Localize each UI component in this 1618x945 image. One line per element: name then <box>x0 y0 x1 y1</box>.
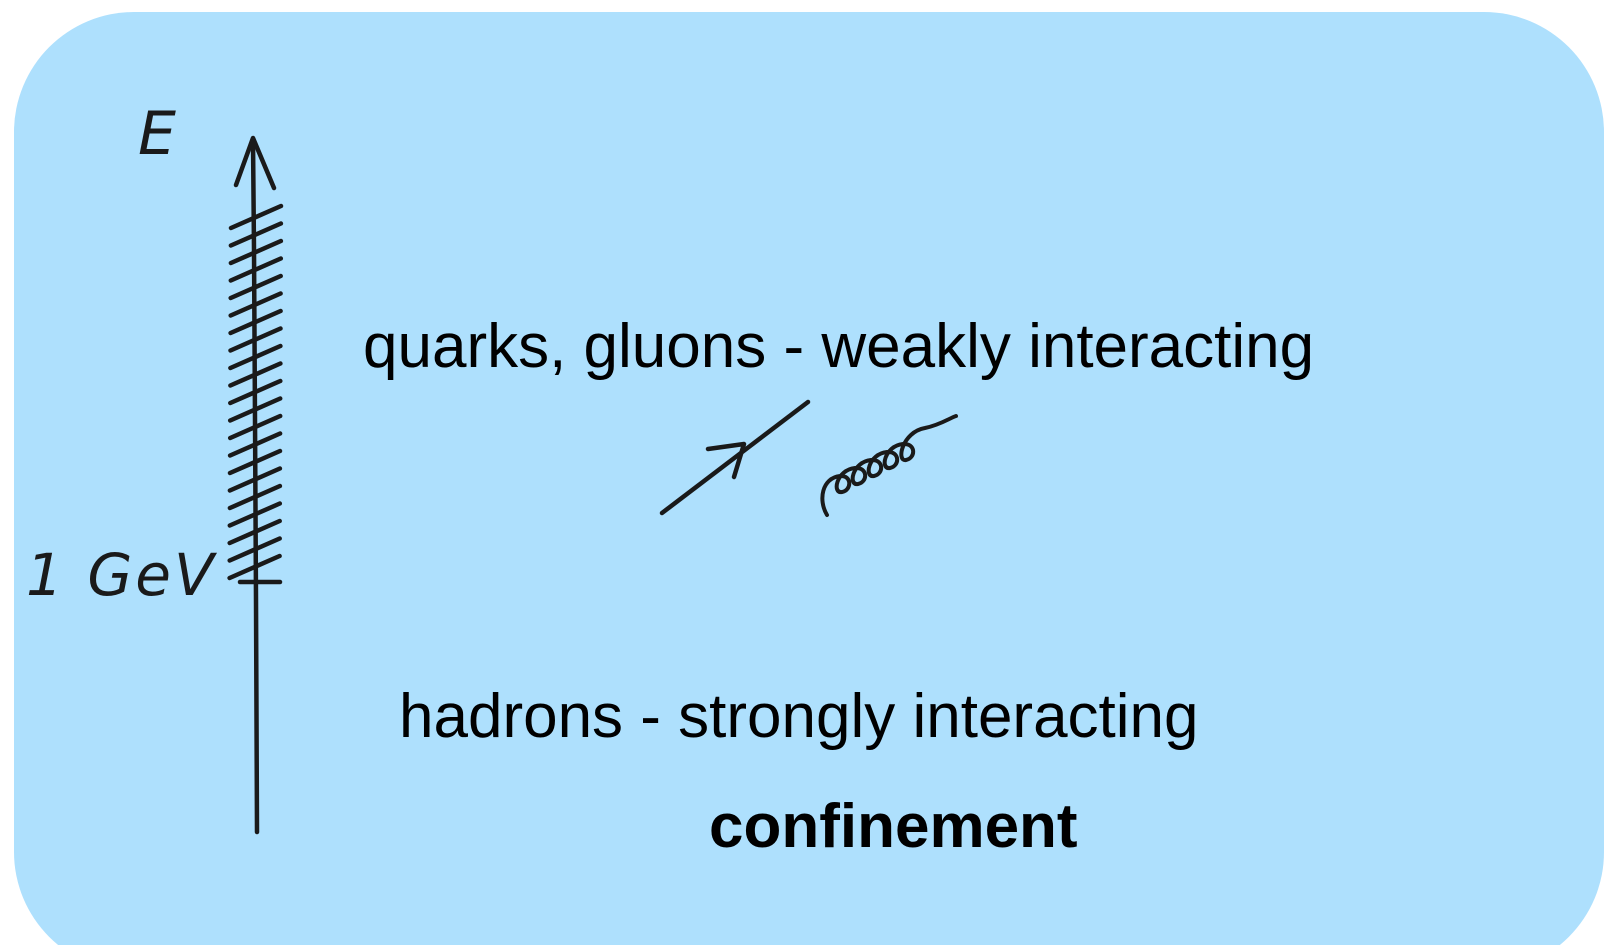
hatch-mark <box>227 448 283 476</box>
axis-arrowhead-icon <box>233 135 277 191</box>
hatch-mark <box>227 466 283 493</box>
hatch-mark <box>228 221 284 248</box>
hatch-mark <box>228 343 283 371</box>
energy-axis <box>227 135 284 835</box>
hatch-mark <box>227 501 283 528</box>
hatch-mark <box>228 256 284 283</box>
hadron-phase-label: hadrons - strongly interacting <box>399 682 1199 751</box>
hatch-mark <box>228 273 283 301</box>
axis-hatching <box>227 203 284 581</box>
hatch-mark <box>228 361 283 388</box>
hatch-mark <box>227 431 283 458</box>
diagram-panel <box>14 12 1604 945</box>
axis-line <box>250 137 260 835</box>
hatch-mark <box>227 553 282 581</box>
hatch-mark <box>228 378 283 406</box>
quark-line-icon <box>659 399 811 516</box>
axis-energy-label: E <box>138 99 176 169</box>
hatch-mark <box>227 536 282 563</box>
gluon-spring-icon <box>820 414 958 517</box>
hatch-mark <box>227 483 283 511</box>
quark-gluon-phase-label: quarks, gluons - weakly interacting <box>363 312 1315 381</box>
hatch-mark <box>228 291 283 318</box>
hatch-mark <box>228 203 284 231</box>
hatch-mark <box>228 326 283 353</box>
hatch-mark <box>228 238 284 266</box>
axis-scale-label: 1 GeV <box>26 541 217 609</box>
hatch-mark <box>227 413 283 441</box>
hatch-mark <box>228 308 283 336</box>
hatch-mark <box>227 396 283 423</box>
confinement-label: confinement <box>709 792 1078 861</box>
hatch-mark <box>227 518 282 546</box>
